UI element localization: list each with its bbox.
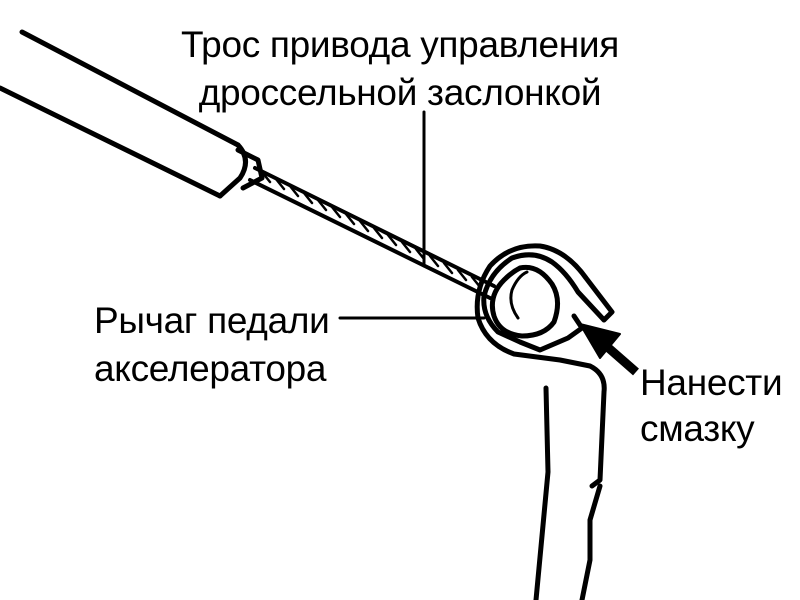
cable-sheath — [0, 29, 265, 199]
accelerator-pedal-lever — [474, 243, 615, 600]
lever-label-line-1: Рычаг педали — [94, 300, 330, 341]
inner-cable — [248, 166, 496, 300]
cable-label-line-2: дроссельной заслонкой — [198, 72, 602, 113]
lever-label-line-2: акселератора — [94, 348, 327, 389]
lubricate-label-line-1: Нанести — [640, 362, 783, 403]
lubrication-arrow-icon — [579, 323, 639, 376]
lubricate-label-line-2: смазку — [640, 408, 755, 449]
cable-label-line-1: Трос привода управления — [180, 24, 620, 65]
